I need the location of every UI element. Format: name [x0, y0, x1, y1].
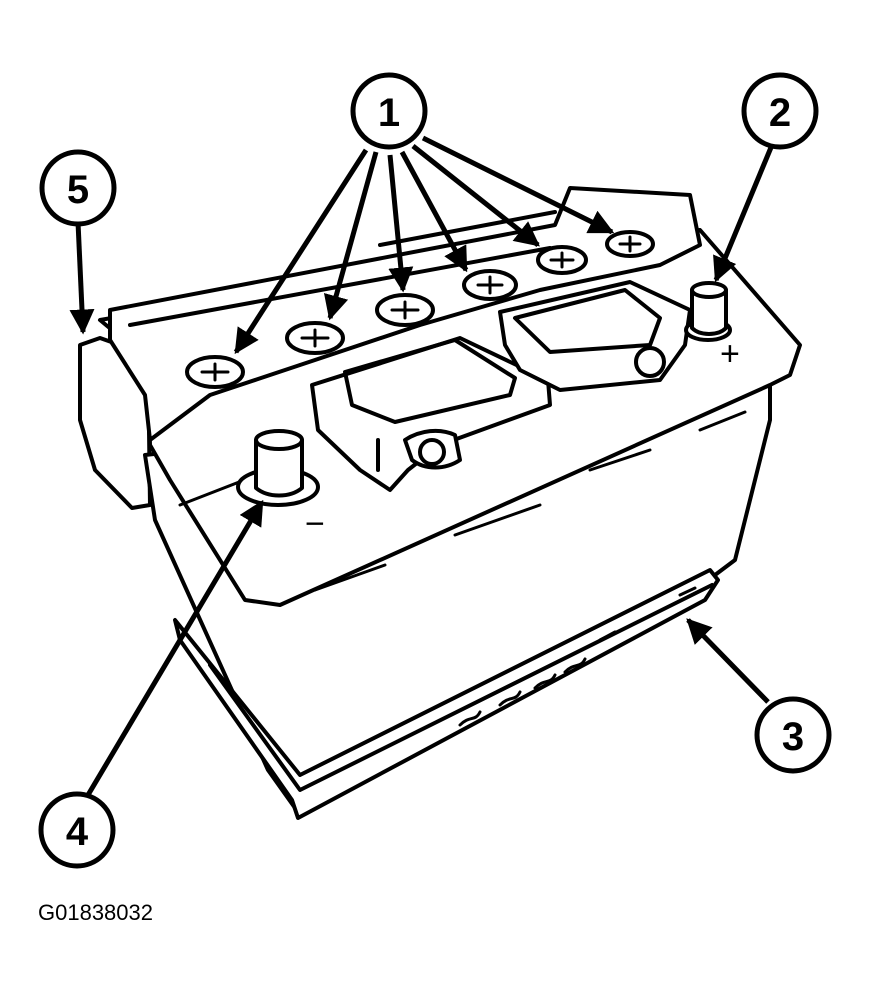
leader-1f [421, 135, 615, 235]
cell-cap [285, 321, 345, 355]
callout-2: 2 [741, 72, 819, 150]
callout-3: 3 [754, 696, 832, 774]
leader-1a [233, 148, 369, 355]
leader-1d [399, 150, 469, 273]
callout-5: 5 [39, 149, 117, 227]
leader-1b [323, 151, 379, 321]
leader-2 [713, 144, 775, 283]
cell-cap [375, 293, 435, 327]
positive-symbol: + [720, 335, 740, 373]
callout-1: 1 [350, 72, 428, 150]
leader-3 [686, 618, 770, 704]
end-cap-tab [78, 336, 152, 510]
leader-1c [387, 154, 414, 293]
battery-illustration [78, 186, 802, 820]
callout-4-label: 4 [66, 810, 89, 854]
callout-4: 4 [38, 791, 116, 869]
figure-id: G01838032 [38, 900, 153, 925]
leader-4 [85, 499, 265, 797]
cell-cap [185, 355, 245, 389]
callout-2-label: 2 [769, 91, 791, 135]
positive-terminal-post [690, 288, 728, 336]
cell-cap [462, 269, 518, 301]
leader-lines [69, 135, 775, 797]
callouts: 1 2 3 4 5 [38, 72, 832, 869]
negative-terminal-post [254, 438, 304, 498]
callout-5-label: 5 [67, 168, 89, 212]
cell-cap [605, 230, 655, 258]
callout-1-label: 1 [378, 91, 400, 135]
cell-cap [536, 245, 588, 275]
cell-caps [185, 230, 655, 389]
leader-5 [69, 221, 95, 335]
leader-1e [411, 144, 540, 247]
negative-symbol: − [305, 505, 325, 543]
callout-3-label: 3 [782, 715, 804, 759]
base-ledge [173, 568, 720, 820]
